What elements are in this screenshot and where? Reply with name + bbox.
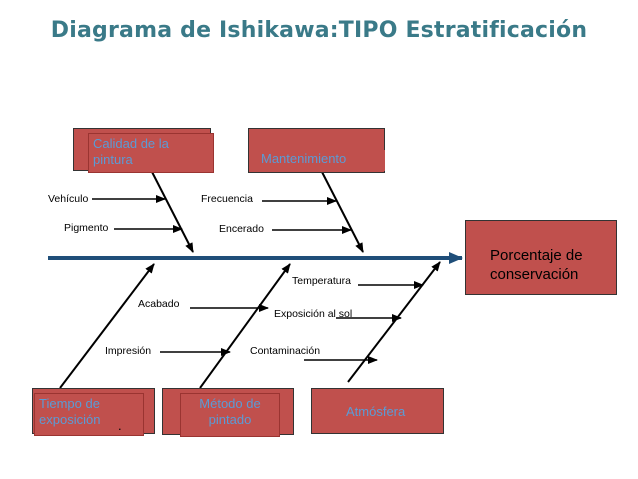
page-title: Diagrama de Ishikawa:TIPO Estratificació… <box>50 18 588 43</box>
cause-impresion: Impresión <box>105 345 152 357</box>
effect-box <box>465 220 617 295</box>
category-label-mantenimiento: Mantenimiento <box>257 150 385 171</box>
cause-pigmento: Pigmento <box>64 222 109 234</box>
bone-calidad <box>149 167 194 253</box>
cause-exposicion-sol: Exposición al sol <box>274 308 353 320</box>
cause-vehiculo: Vehículo <box>48 193 89 205</box>
category-label-tiempo: Tiempo de exposición <box>34 393 144 436</box>
tiempo-period: . <box>118 418 122 433</box>
cause-temperatura: Temperatura <box>292 275 351 287</box>
effect-label: Porcentaje de conservación <box>490 247 583 283</box>
cause-frecuencia: Frecuencia <box>201 193 253 205</box>
category-label-calidad: Calidad de la pintura <box>88 133 214 173</box>
category-label-metodo: Método de pintado <box>180 393 280 437</box>
bone-tiempo <box>59 263 155 389</box>
bone-mantenimiento <box>321 171 364 253</box>
cause-contaminacion: Contaminación <box>250 345 321 357</box>
category-label-atmosfera: Atmósfera <box>340 403 430 423</box>
cause-acabado: Acabado <box>138 298 180 310</box>
cause-encerado: Encerado <box>219 223 264 235</box>
bone-metodo <box>199 263 291 389</box>
bone-atmosfera <box>347 261 441 383</box>
